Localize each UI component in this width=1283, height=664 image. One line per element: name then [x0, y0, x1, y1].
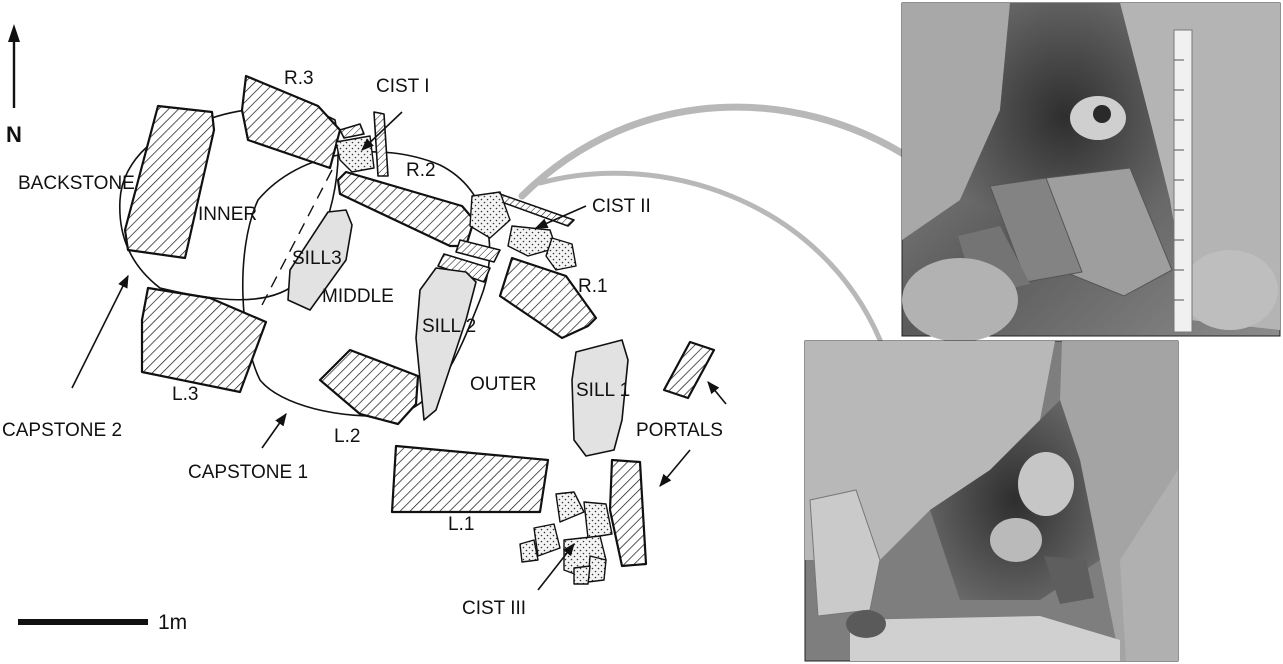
cist-ii-photo: [901, 2, 1281, 342]
sill-3-stone: [287, 209, 353, 311]
cist-iii-stones: [519, 491, 613, 585]
label-outer: OUTER: [470, 374, 537, 395]
label-cist-i: CIST I: [376, 76, 430, 97]
dashed-line: [261, 169, 333, 306]
l1-slab: [390, 444, 550, 514]
label-r3: R.3: [284, 68, 314, 89]
r3-slab: [240, 74, 342, 170]
scale-label: 1m: [158, 611, 187, 634]
label-inner: INNER: [198, 204, 257, 225]
north-label: N: [6, 122, 22, 147]
label-capstone-2: CAPSTONE 2: [2, 420, 122, 441]
cist-ii-stones: [469, 191, 577, 271]
label-sill3: SILL3: [292, 248, 342, 269]
label-l3: L.3: [172, 384, 198, 405]
label-arrows: [71, 111, 727, 591]
label-middle: MIDDLE: [322, 286, 394, 307]
label-sill-1: SILL 1: [576, 380, 630, 401]
label-l1: L.1: [448, 514, 474, 535]
sill-1-stone: [571, 339, 629, 457]
l3-slab: [140, 286, 268, 394]
label-r1: R.1: [578, 276, 608, 297]
portal-south-slab: [608, 458, 648, 568]
threshold-slab-b: [455, 239, 501, 263]
label-capstone-1: CAPSTONE 1: [188, 462, 308, 483]
sill-2-stone: [415, 267, 477, 421]
plan-labels: R.3 CIST I BACKSTONE R.2 INNER CIST II S…: [2, 68, 723, 619]
label-portals: PORTALS: [636, 420, 723, 441]
label-sill-2: SILL 2: [422, 316, 476, 337]
cist-i-side-slab: [373, 111, 389, 177]
label-cist-ii: CIST II: [592, 196, 651, 217]
label-cist-iii: CIST III: [462, 598, 526, 619]
portal-east-slab: [662, 340, 716, 400]
r1-slab: [498, 256, 598, 340]
photo-connectors: [518, 103, 909, 343]
cist-i-stones: [335, 135, 375, 173]
label-r2: R.2: [406, 160, 436, 181]
cist-i-top-slab: [339, 123, 365, 139]
label-l2: L.2: [334, 426, 360, 447]
label-backstone: BACKSTONE: [18, 173, 135, 194]
scale-bar: 1m: [18, 611, 187, 634]
backstone-slab: [123, 104, 216, 260]
r2-slab: [336, 170, 476, 248]
north-arrow: N: [6, 24, 22, 147]
cist-iii-photo: [804, 340, 1179, 662]
l2-slab: [318, 348, 420, 426]
threshold-slab-a: [437, 253, 491, 283]
